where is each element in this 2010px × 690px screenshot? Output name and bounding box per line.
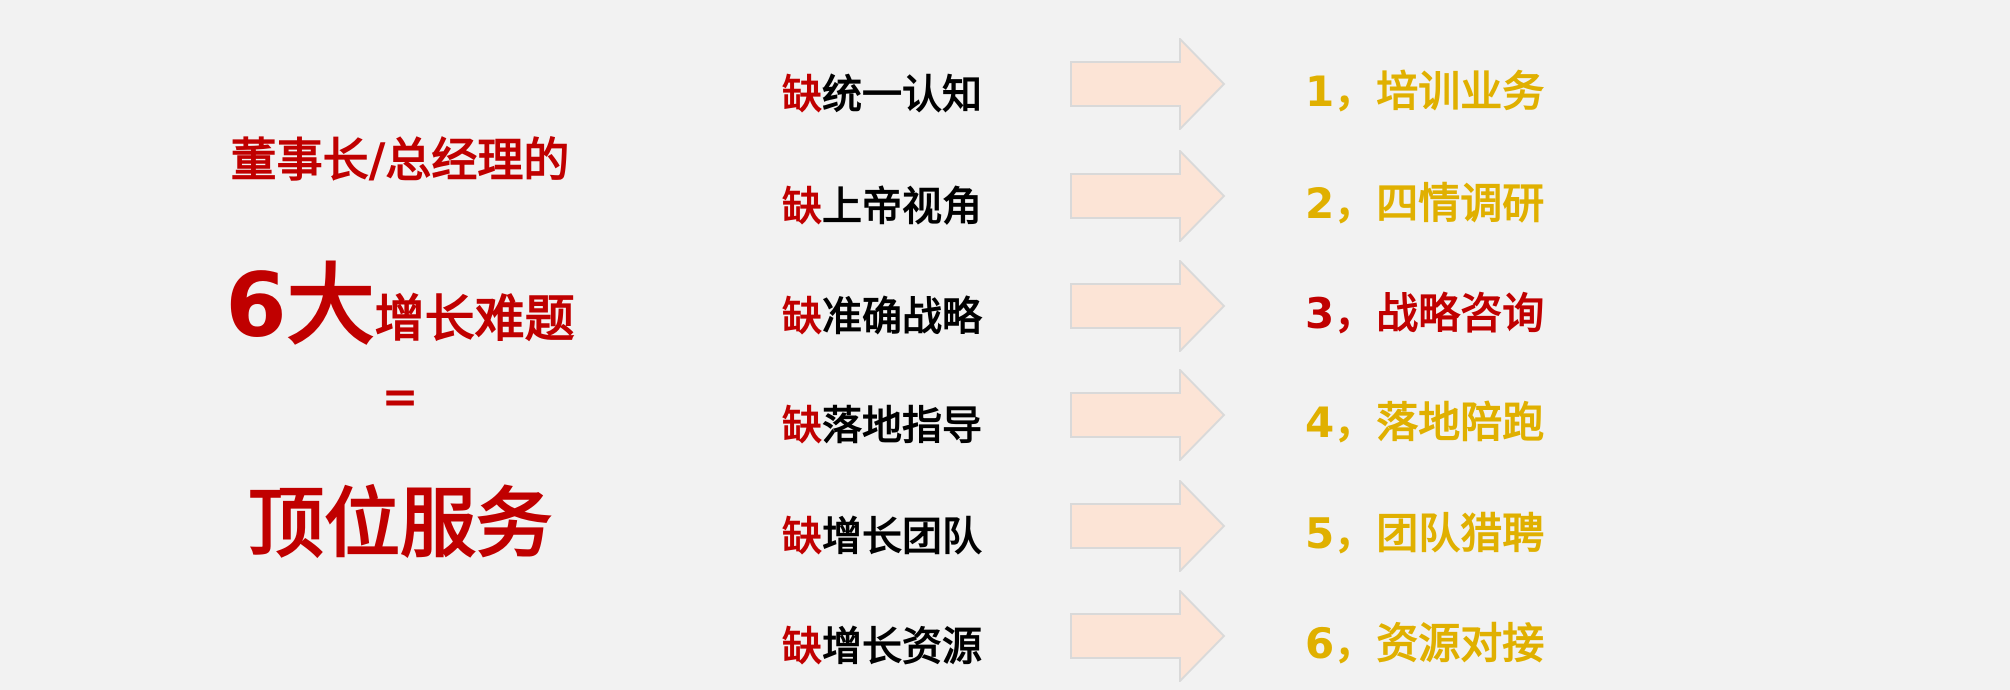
lack-prefix: 缺 <box>782 624 822 670</box>
solution-label: 6，资源对接 <box>1305 619 1545 668</box>
headline-chairman: 董事长/总经理的 <box>230 133 570 187</box>
solution-label: 2，四情调研 <box>1305 179 1545 228</box>
lack-prefix: 缺 <box>782 403 822 449</box>
problem-text: 统一认知 <box>822 72 982 118</box>
problem-row: 缺上帝视角 2，四情调研 <box>0 140 2010 250</box>
problem-text: 增长团队 <box>822 514 982 560</box>
solution-label: 1，培训业务 <box>1305 67 1545 116</box>
lack-prefix: 缺 <box>782 72 822 118</box>
solution-label: 4，落地陪跑 <box>1305 398 1545 447</box>
problem-text: 准确战略 <box>822 294 982 340</box>
problem-label: 缺增长资源 <box>782 614 982 672</box>
problem-label: 缺落地指导 <box>782 393 982 451</box>
six-big-text: 6大 <box>225 254 375 357</box>
problem-text: 落地指导 <box>822 403 982 449</box>
problem-label: 缺准确战略 <box>782 284 982 342</box>
problem-label: 缺上帝视角 <box>782 174 982 232</box>
right-arrow-icon <box>1070 150 1226 242</box>
right-arrow-icon <box>1070 590 1226 682</box>
solution-label: 3，战略咨询 <box>1305 289 1545 338</box>
headline-six-problems: 6大增长难题 <box>0 235 800 362</box>
problem-label: 缺统一认知 <box>782 62 982 120</box>
growth-problems-text: 增长难题 <box>374 290 575 348</box>
problem-row: 缺增长资源 6，资源对接 <box>0 580 2010 690</box>
lack-prefix: 缺 <box>782 514 822 560</box>
problem-label: 缺增长团队 <box>782 504 982 562</box>
right-arrow-icon <box>1070 480 1226 572</box>
problem-row: 缺统一认知 1，培训业务 <box>0 28 2010 138</box>
problem-row: 缺增长团队 5，团队猎聘 <box>0 470 2010 580</box>
equals-sign: = <box>381 372 419 423</box>
lack-prefix: 缺 <box>782 184 822 230</box>
solution-label: 5，团队猎聘 <box>1305 509 1545 558</box>
right-arrow-icon <box>1070 38 1226 130</box>
problem-row: 缺准确战略 3，战略咨询 <box>0 250 2010 360</box>
problem-row: 缺落地指导 4，落地陪跑 <box>0 359 2010 469</box>
right-arrow-icon <box>1070 260 1226 352</box>
right-arrow-icon <box>1070 369 1226 461</box>
problem-text: 增长资源 <box>822 624 982 670</box>
lack-prefix: 缺 <box>782 294 822 340</box>
headline-top-service: 顶位服务 <box>248 479 552 568</box>
problem-text: 上帝视角 <box>822 184 982 230</box>
